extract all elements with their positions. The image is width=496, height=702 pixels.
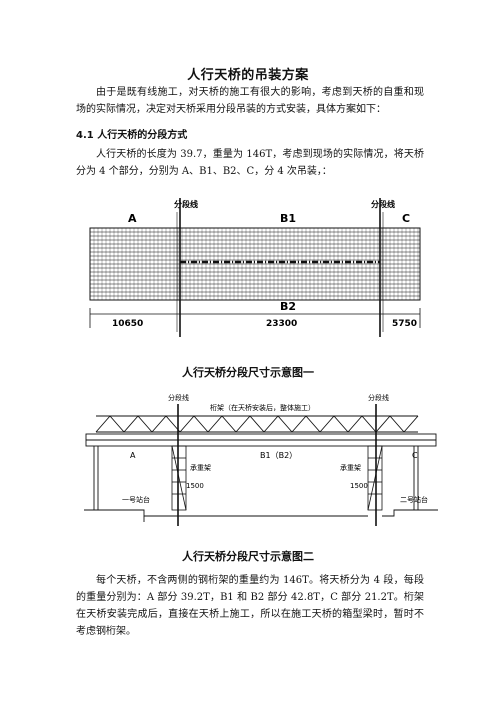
- fig2-truss: [95, 415, 419, 433]
- page-title: 人行天桥的吊装方案: [187, 68, 309, 83]
- fig2-segment-label-c: C: [412, 451, 418, 460]
- fig1-segment-label-b1: B1: [280, 212, 296, 225]
- fig2-support-right: [367, 445, 383, 511]
- fig1-dimension-a: 10650: [112, 319, 143, 329]
- fig2-split-label-right: 分段线: [368, 393, 389, 402]
- fig2-support-dim-right: 1500: [350, 482, 368, 490]
- fig1-segment-label-c: C: [402, 212, 410, 225]
- fig1-split-label-left: 分段线: [174, 199, 198, 209]
- fig2-segment-label-b: B1（B2）: [260, 451, 297, 460]
- section-heading: 4.1 人行天桥的分段方式: [76, 130, 188, 141]
- fig1-bridge-plan: [89, 227, 421, 301]
- fig2-support-label-right: 承重架: [340, 463, 361, 472]
- fig2-platform-1: 一号站台: [122, 495, 150, 504]
- fig2-deck: [85, 433, 437, 447]
- fig2-support-dim-left: 1500: [186, 482, 204, 490]
- fig1-dimension-b: 23300: [266, 319, 297, 329]
- fig1-dimension-c: 5750: [392, 319, 417, 329]
- fig2-support-left: [171, 445, 187, 511]
- fig2-segment-label-a: A: [130, 451, 136, 460]
- fig1-segment-label-b2: B2: [280, 300, 296, 313]
- fig2-platform-2: 二号站台: [400, 495, 428, 504]
- fig2-support-label-left: 承重架: [190, 463, 211, 472]
- fig2-split-label-left: 分段线: [168, 393, 189, 402]
- fig1-dimension-line: [89, 308, 421, 328]
- figure-1-plan-diagram: 分段线 分段线 A B1 C B2 10650 23300 5750: [89, 198, 421, 337]
- closing-paragraph: 每个天桥，不含两侧的钢桁架的重量约为 146T。将天桥分为 4 段，每段的重量分…: [76, 575, 424, 637]
- figure-2-caption: 人行天桥分段尺寸示意图二: [182, 550, 314, 563]
- fig1-segment-label-a: A: [128, 212, 137, 225]
- fig1-split-label-right: 分段线: [371, 199, 395, 209]
- intro-paragraph: 由于是既有线施工，对天桥的施工有很大的影响，考虑到天桥的自重和现场的实际情况，决…: [76, 87, 424, 115]
- figure-2-elevation-diagram: 分段线 分段线 桁架（在天桥安装后，整体施工） A B1（B2） C: [84, 393, 438, 526]
- fig2-truss-label: 桁架（在天桥安装后，整体施工）: [210, 403, 315, 412]
- section-paragraph: 人行天桥的长度为 39.7，重量为 146T，考虑到现场的实际情况，将天桥分为 …: [76, 149, 424, 177]
- figure-1-caption: 人行天桥分段尺寸示意图一: [182, 366, 314, 379]
- fig2-ground-line: [84, 509, 438, 522]
